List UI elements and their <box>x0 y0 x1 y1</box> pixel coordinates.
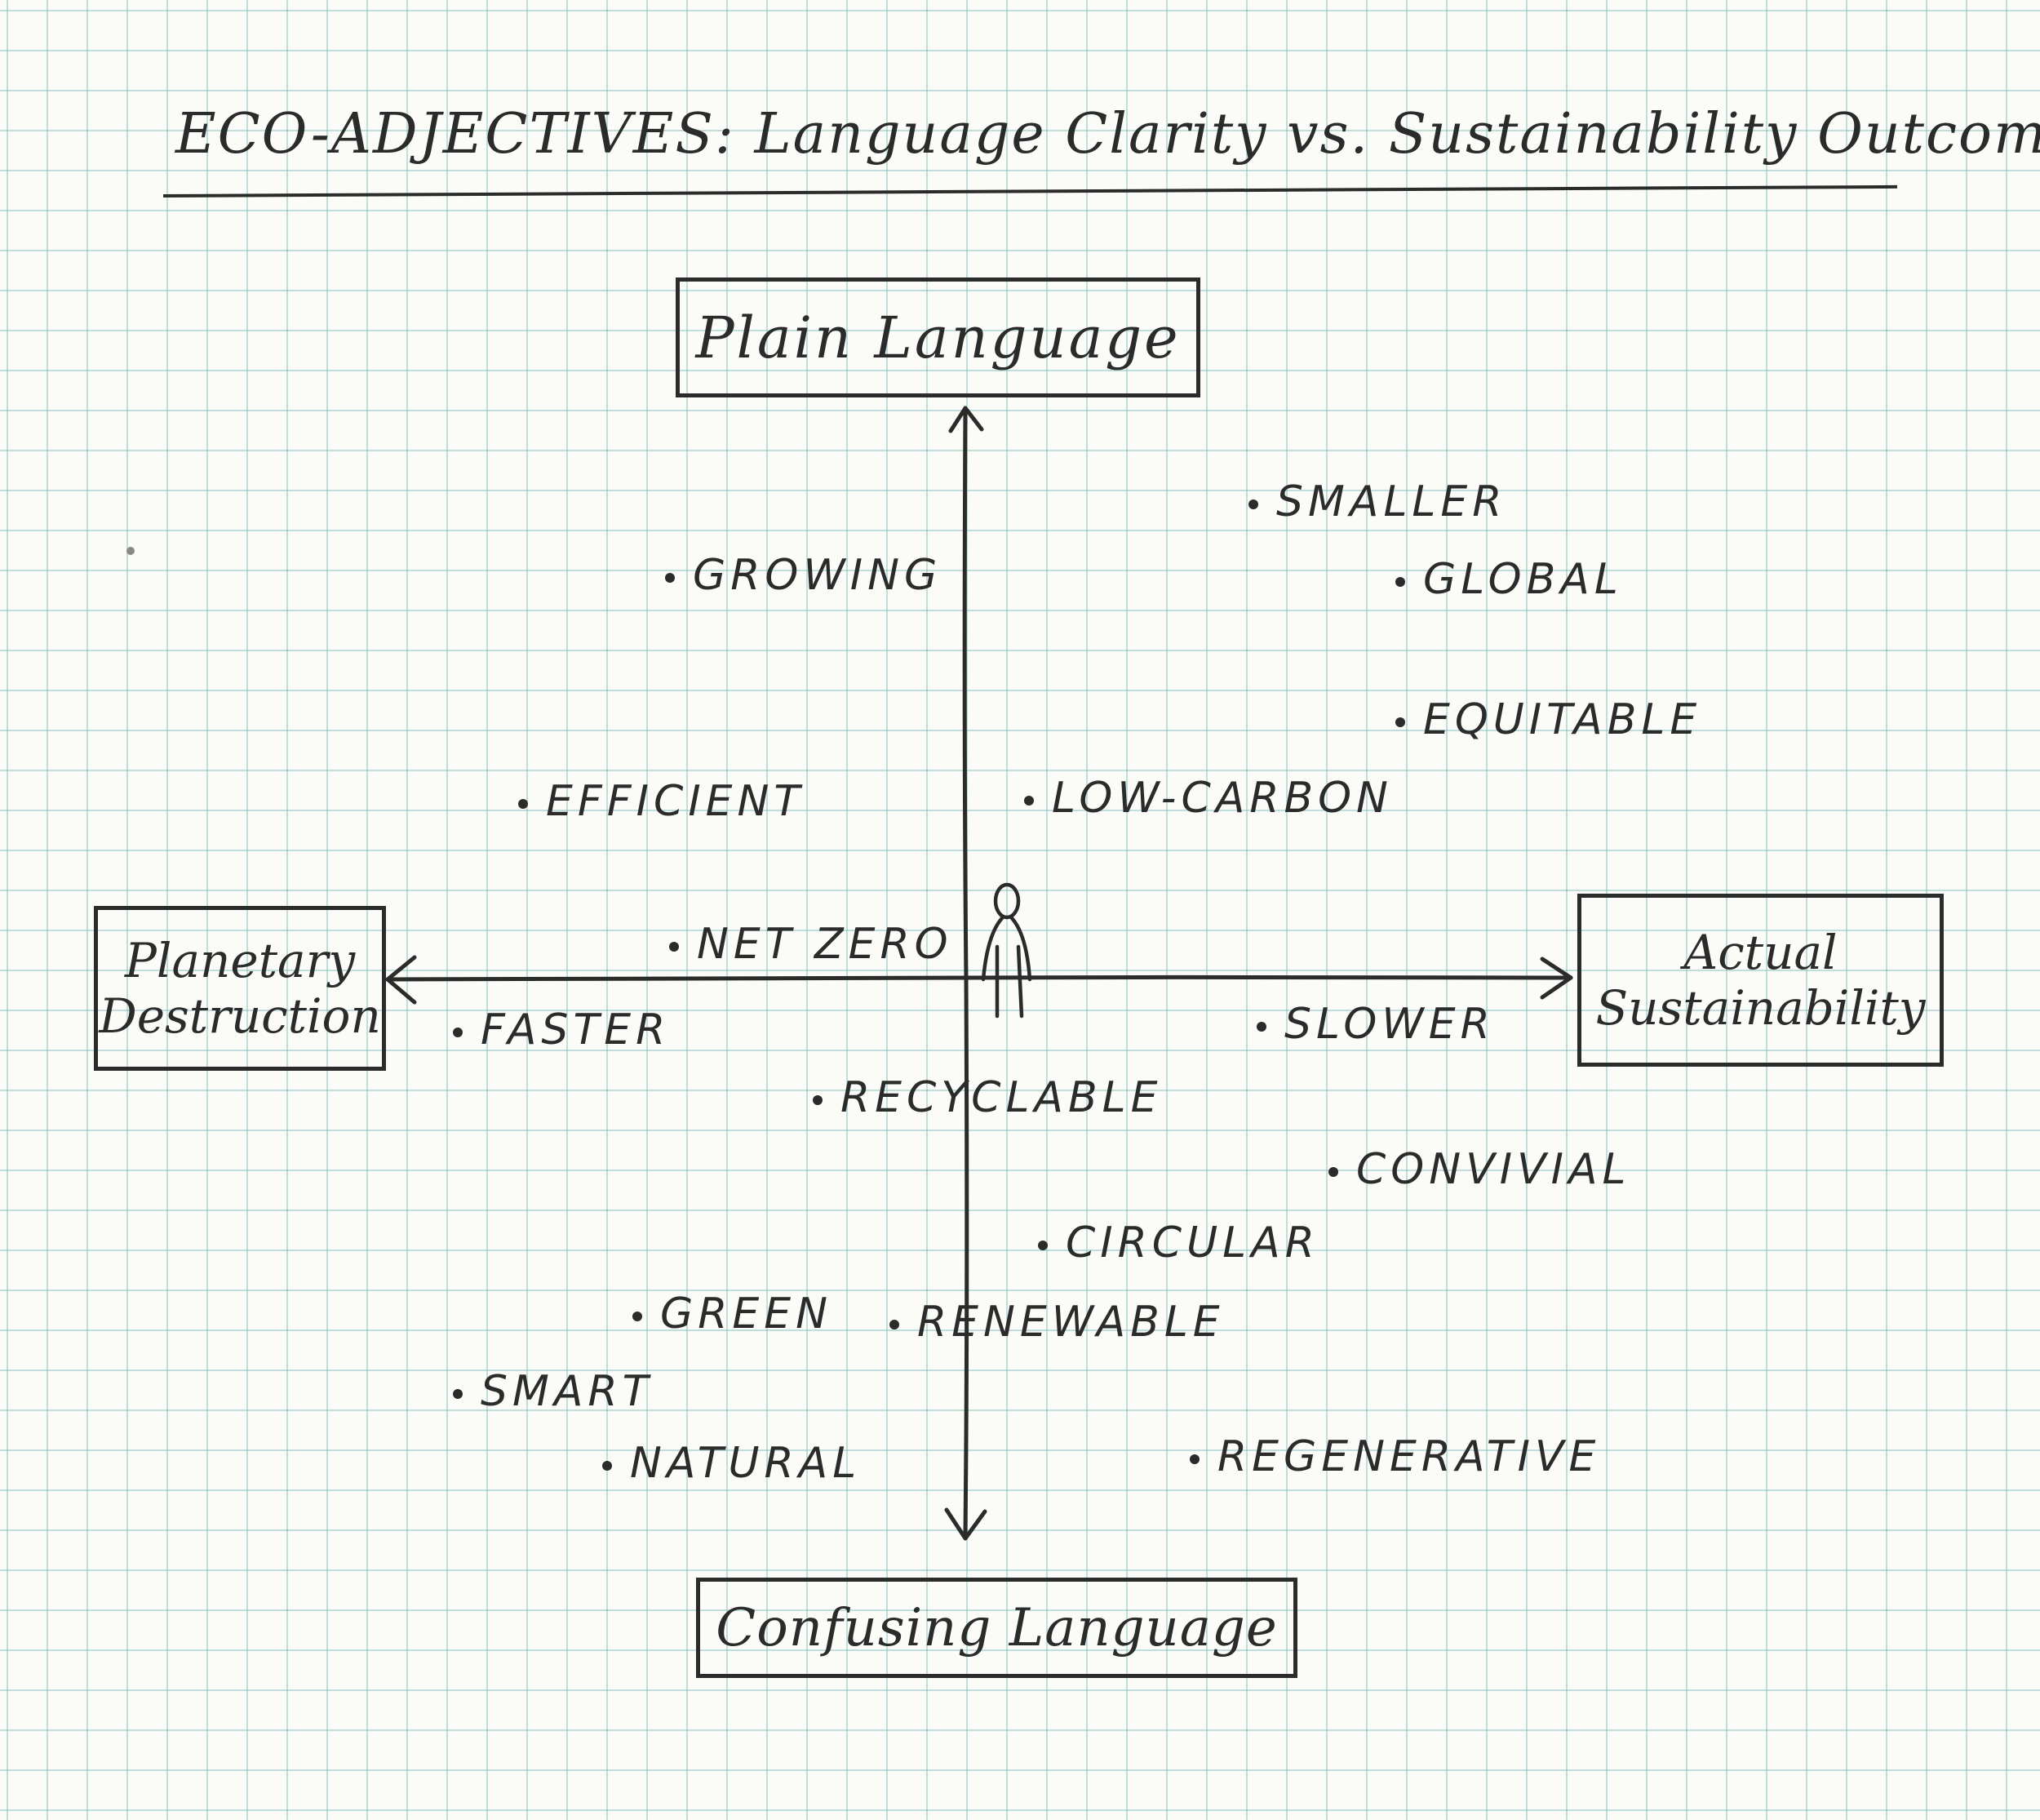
term-label: LOW-CARBON <box>1052 774 1393 823</box>
axis-arrowhead-right <box>1540 957 1573 1000</box>
term-label: EFFICIENT <box>546 777 805 826</box>
term-low-carbon: LOW-CARBON <box>1024 774 1393 823</box>
term-natural: NATURAL <box>602 1439 861 1488</box>
term-recyclable: RECYCLABLE <box>813 1073 1163 1122</box>
plain-language-box: Plain Language <box>676 277 1200 397</box>
actual-sustainability-box: Actual Sustainability <box>1577 894 1944 1067</box>
bullet-dot <box>1395 577 1405 587</box>
confusing-language-label: Confusing Language <box>716 1597 1278 1658</box>
planetary-destruction-label-line1: Planetary <box>124 933 356 988</box>
term-label: REGENERATIVE <box>1217 1432 1601 1481</box>
term-growing: GROWING <box>665 551 942 600</box>
planetary-destruction-box: Planetary Destruction <box>94 906 386 1071</box>
actual-sustainability-label-line2: Sustainability <box>1595 980 1926 1036</box>
bullet-dot <box>1038 1241 1048 1250</box>
term-label: NATURAL <box>630 1439 862 1488</box>
bullet-dot <box>1024 796 1034 806</box>
term-label: GLOBAL <box>1423 555 1623 604</box>
vertical-axis <box>962 406 969 1537</box>
term-smaller: SMALLER <box>1248 477 1506 526</box>
plain-language-label: Plain Language <box>695 304 1181 371</box>
term-label: NET ZERO <box>697 920 953 969</box>
term-smart: SMART <box>453 1367 653 1416</box>
planetary-destruction-label-line2: Destruction <box>99 988 381 1044</box>
stick-figure-icon <box>981 882 1032 1019</box>
term-label: SMALLER <box>1276 477 1507 526</box>
actual-sustainability-label-line1: Actual <box>1683 925 1838 980</box>
axis-arrowhead-up <box>948 406 984 433</box>
bullet-dot <box>1248 499 1258 509</box>
term-label: SLOWER <box>1284 1000 1495 1049</box>
term-green: GREEN <box>632 1290 832 1338</box>
term-regenerative: REGENERATIVE <box>1190 1432 1600 1481</box>
paper-speck <box>126 547 135 555</box>
term-label: RENEWABLE <box>917 1298 1225 1347</box>
bullet-dot <box>453 1389 463 1399</box>
bullet-dot <box>518 799 528 809</box>
term-circular: CIRCULAR <box>1038 1219 1319 1267</box>
term-label: GREEN <box>660 1290 833 1338</box>
term-global: GLOBAL <box>1395 555 1623 604</box>
bullet-dot <box>1395 717 1405 727</box>
confusing-language-box: Confusing Language <box>696 1578 1297 1678</box>
bullet-dot <box>1190 1454 1200 1464</box>
term-label: CONVIVIAL <box>1356 1145 1631 1194</box>
term-label: SMART <box>481 1367 654 1416</box>
bullet-dot <box>813 1095 823 1105</box>
term-label: EQUITABLE <box>1423 695 1702 744</box>
term-slower: SLOWER <box>1257 1000 1495 1049</box>
bullet-dot <box>632 1312 642 1321</box>
bullet-dot <box>602 1461 612 1471</box>
diagram-title: ECO-ADJECTIVES: Language Clarity vs. Sus… <box>175 102 2040 166</box>
term-faster: FASTER <box>453 1005 670 1054</box>
bullet-dot <box>669 942 679 952</box>
term-label: FASTER <box>481 1005 671 1054</box>
axis-arrowhead-left <box>385 955 417 1005</box>
term-label: CIRCULAR <box>1066 1219 1319 1267</box>
bullet-dot <box>889 1320 899 1329</box>
bullet-dot <box>453 1028 463 1037</box>
bullet-dot <box>1328 1167 1338 1177</box>
term-equitable: EQUITABLE <box>1395 695 1701 744</box>
term-renewable: RENEWABLE <box>889 1298 1225 1347</box>
term-convivial: CONVIVIAL <box>1328 1145 1631 1194</box>
term-label: GROWING <box>693 551 942 600</box>
bullet-dot <box>1257 1022 1266 1032</box>
bullet-dot <box>665 573 675 583</box>
term-net-zero: NET ZERO <box>669 920 953 969</box>
horizontal-axis <box>385 974 1573 982</box>
term-efficient: EFFICIENT <box>518 777 805 826</box>
term-label: RECYCLABLE <box>840 1073 1163 1122</box>
axis-arrowhead-down <box>944 1507 987 1541</box>
